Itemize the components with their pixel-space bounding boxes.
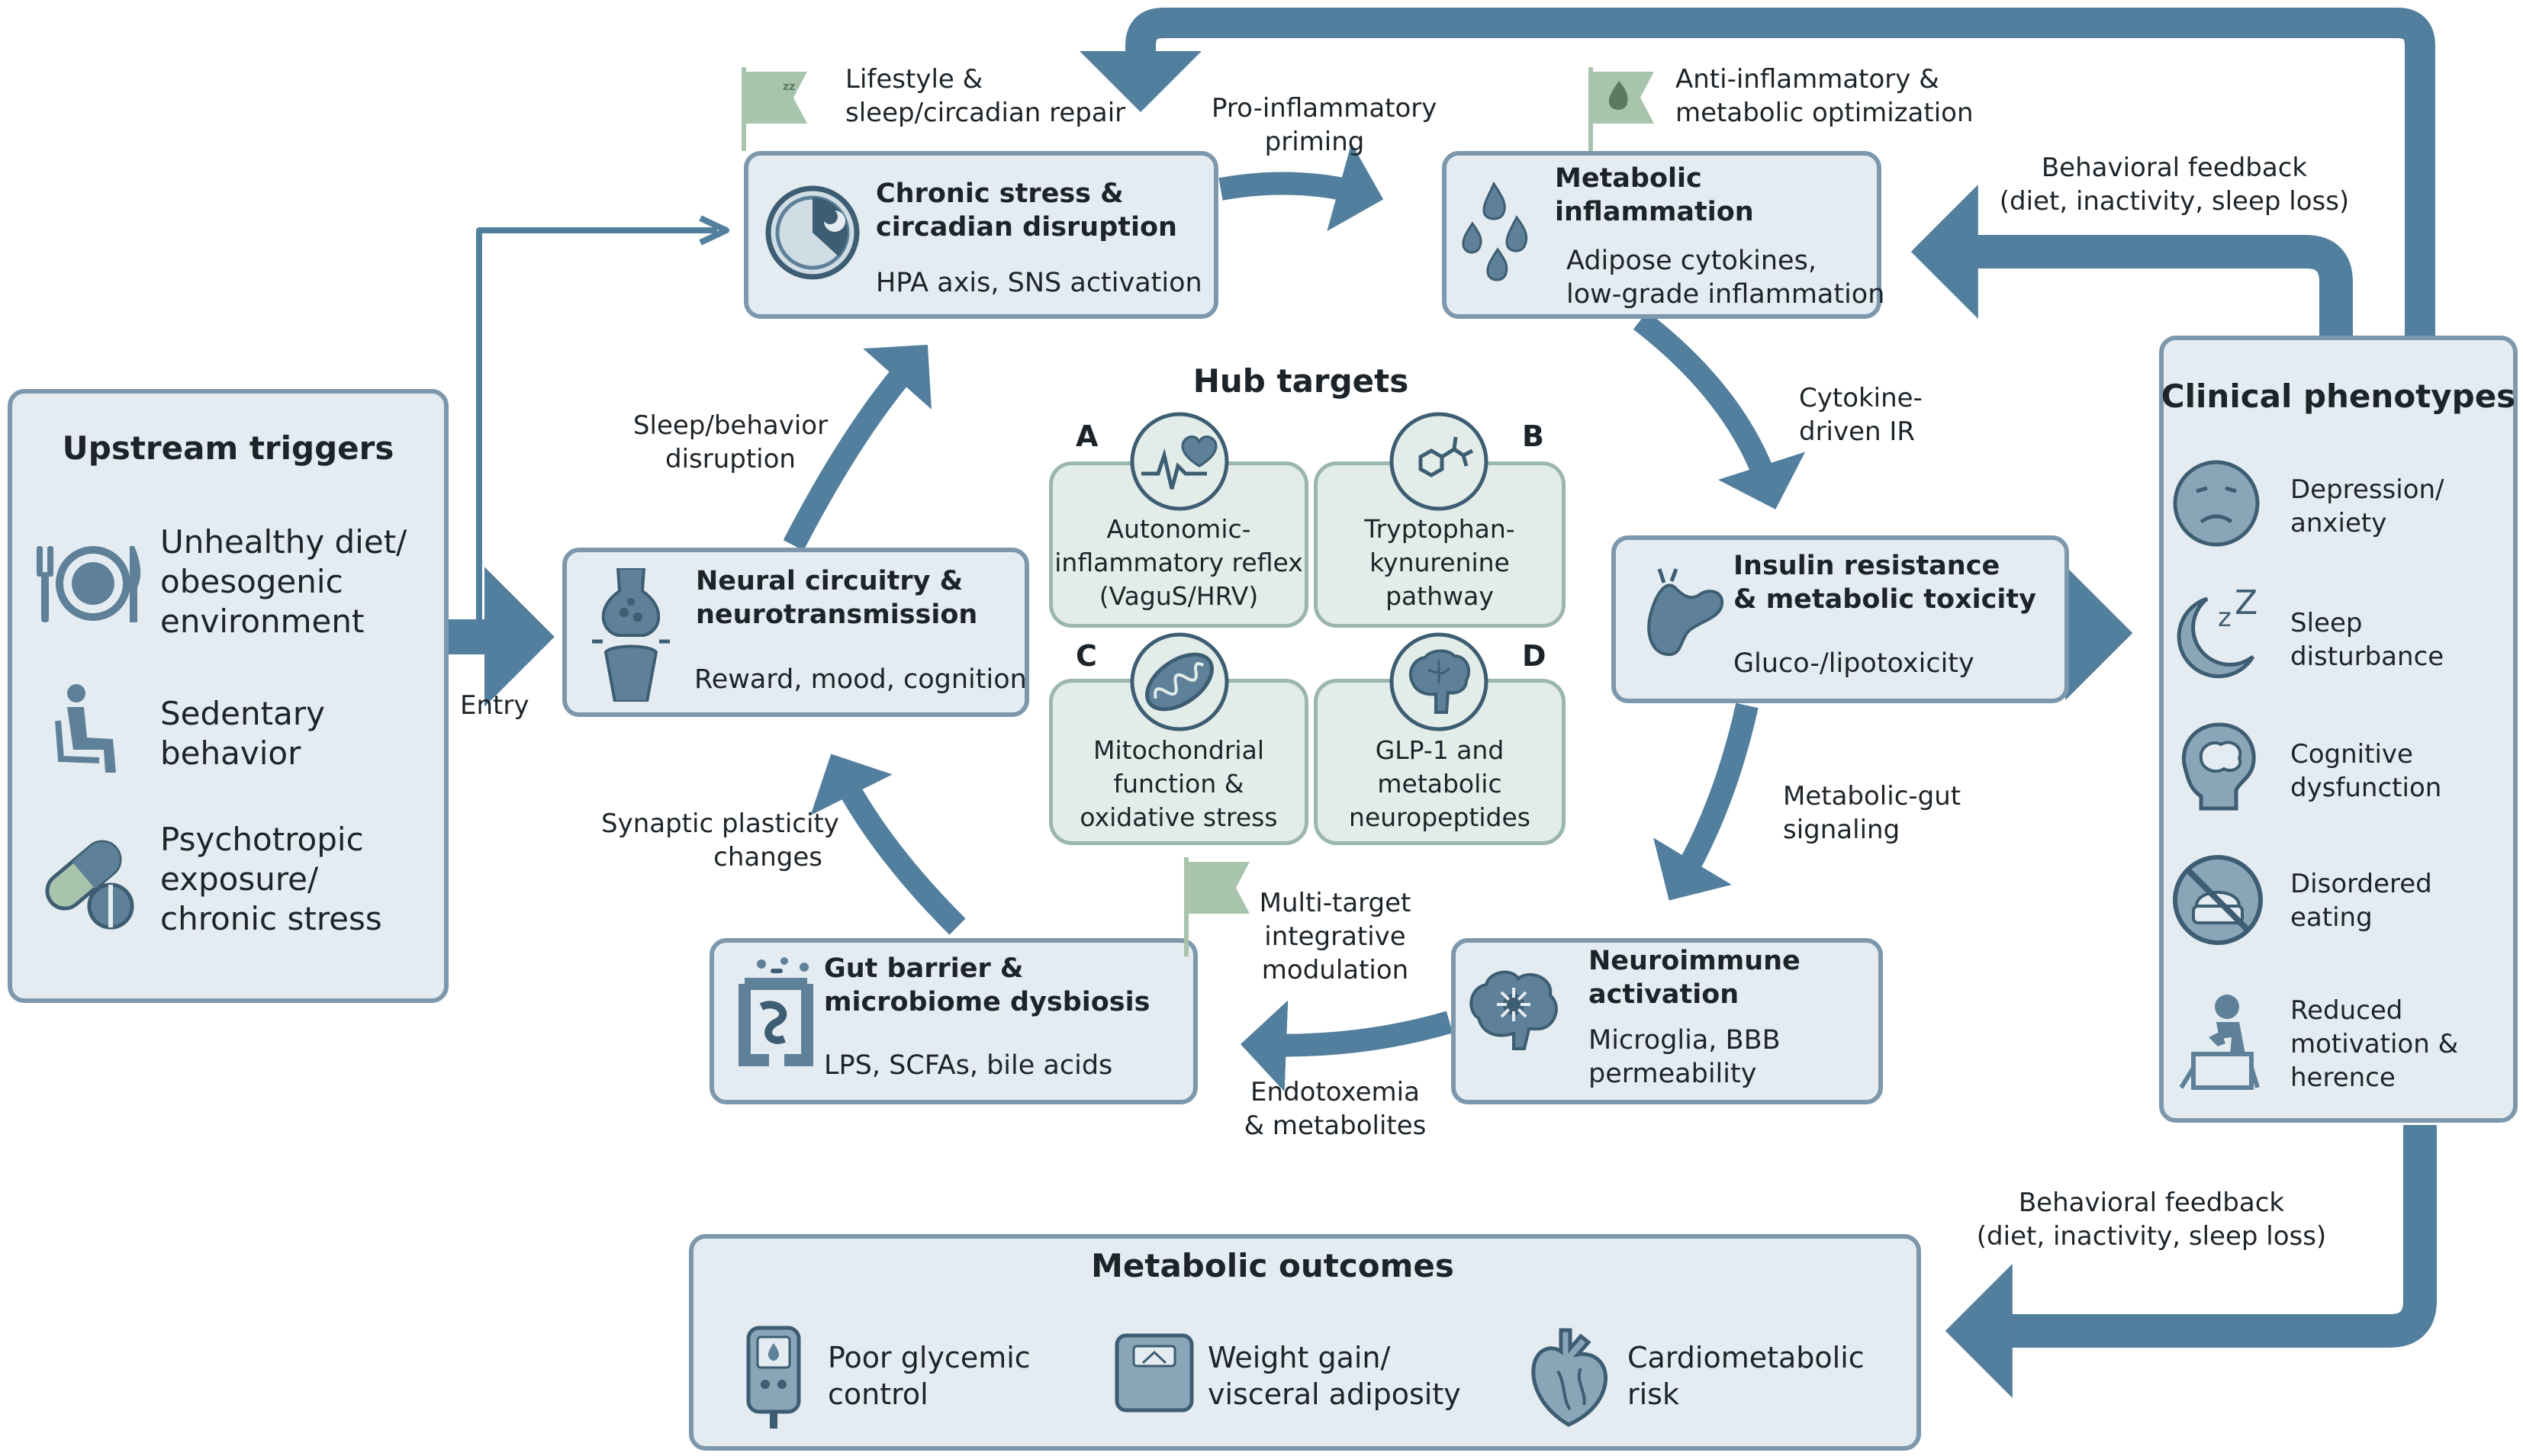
moon-zz-icon: z Z: [2177, 583, 2258, 679]
edge-label: Endotoxemia & metabolites: [1244, 1077, 1427, 1141]
hub-letter: B: [1522, 419, 1544, 453]
node-subtitle: Gluco-/lipotoxicity: [1733, 648, 1974, 679]
upstream-item-label: Unhealthy diet/ obesogenic environment: [160, 523, 407, 640]
arrow-insulin-to-neuroimmune: [1653, 702, 1759, 901]
clock-moon-icon: [765, 185, 860, 280]
metabolic-outcomes-panel: [689, 1234, 1921, 1451]
node-title: Neuroimmune activation: [1588, 946, 1801, 1010]
pills-icon: [45, 840, 134, 930]
hub-target-label: Mitochondrial function & oxidative stres…: [1080, 735, 1278, 832]
node-title: Gut barrier & microbiome dysbiosis: [824, 953, 1150, 1017]
feedback-label-upper: Behavioral feedback (diet, inactivity, s…: [1999, 153, 2350, 217]
flame-flag-icon: [1588, 67, 1654, 151]
feedback-arrow-to-inflammation: [1910, 185, 2353, 336]
node-title: Neural circuitry & neurotransmission: [696, 566, 978, 630]
flag-icon: [1184, 857, 1250, 956]
clinical-title: Clinical phenotypes: [2161, 378, 2516, 415]
thinker-icon: [2179, 995, 2260, 1090]
svg-text:Z: Z: [2235, 583, 2258, 622]
glucometer-icon: [746, 1326, 801, 1429]
entry-branch-arrow: [476, 227, 717, 637]
clinical-item-label: Reduced motivation & herence: [2290, 995, 2459, 1093]
node-gut-barrier: [710, 938, 1198, 1104]
hub-target-label: Tryptophan- kynurenine pathway: [1364, 514, 1515, 611]
sleep-flag-icon: zz: [742, 67, 807, 151]
node-subtitle: HPA axis, SNS activation: [876, 268, 1202, 298]
edge-label: Sleep/behavior disruption: [632, 410, 829, 474]
edge-label: Synaptic plasticity changes: [601, 808, 839, 873]
mitochondria-icon: [1130, 632, 1229, 731]
hub-letter: A: [1076, 419, 1099, 453]
upstream-title: Upstream triggers: [62, 429, 394, 467]
outcome-item-label: Weight gain/ visceral adiposity: [1208, 1341, 1461, 1411]
flag-label: Multi-target integrative modulation: [1259, 888, 1411, 985]
edge-label: Metabolic-gut signaling: [1783, 781, 1961, 845]
flag-label: Lifestyle & sleep/circadian repair: [845, 64, 1126, 128]
clinical-item-label: Sleep disturbance: [2290, 608, 2444, 672]
arrow-gut-to-neural: [810, 754, 966, 935]
synapse-icon: [592, 568, 670, 702]
outcomes-title: Metabolic outcomes: [1091, 1247, 1454, 1284]
entry-label: Entry: [460, 690, 529, 721]
scale-icon: [1115, 1333, 1194, 1413]
node-title: Metabolic inflammation: [1555, 163, 1754, 227]
upstream-item-label: Sedentary behavior: [160, 695, 325, 772]
feedback-arrow-to-outcomes: [1945, 1125, 2437, 1398]
hub-target-label: GLP-1 and metabolic neuropeptides: [1349, 735, 1530, 832]
heart-icon: [1531, 1328, 1608, 1427]
clinical-item-label: Disordered eating: [2290, 869, 2432, 933]
feedback-label-lower: Behavioral feedback (diet, inactivity, s…: [1976, 1188, 2327, 1252]
fork-plate-icon: [37, 546, 141, 622]
molecule-icon: [1389, 412, 1488, 511]
flag-label: Anti-inflammatory & metabolic optimizati…: [1675, 64, 1974, 128]
svg-text:zz: zz: [783, 81, 795, 93]
sad-face-icon: [2173, 460, 2260, 547]
intestine-icon: [739, 957, 813, 1066]
node-title: Chronic stress & circadian disruption: [876, 178, 1177, 243]
flames-icon: [1462, 181, 1528, 281]
hub-target-label: Autonomic- inflammatory reflex (VaguS/HR…: [1054, 514, 1303, 611]
edge-label: Cytokine- driven IR: [1799, 383, 1923, 447]
outcome-item-label: Poor glycemic control: [828, 1341, 1031, 1411]
node-subtitle: LPS, SCFAs, bile acids: [824, 1050, 1113, 1081]
arrow-neural-to-stress: [783, 345, 932, 551]
brain-icon: [1389, 632, 1488, 731]
outcome-item-label: Cardiometabolic risk: [1627, 1341, 1865, 1411]
node-title: Insulin resistance & metabolic toxicity: [1733, 551, 2036, 615]
arrow-inflammation-to-insulin: [1633, 311, 1806, 509]
hub-letter: C: [1076, 639, 1097, 673]
arrow-neuroimmune-to-gut: [1241, 1000, 1453, 1092]
hub-letter: D: [1522, 639, 1546, 673]
node-subtitle: Adipose cytokines, low-grade inflammatio…: [1566, 246, 1885, 310]
upstream-item-label: Psychotropic exposure/ chronic stress: [160, 821, 382, 937]
no-food-icon: [2173, 855, 2263, 945]
svg-text:z: z: [2218, 603, 2232, 633]
node-subtitle: Reward, mood, cognition: [694, 664, 1027, 695]
node-subtitle: Microglia, BBB permeability: [1588, 1025, 1781, 1089]
pancreas-icon: [1647, 568, 1724, 657]
clinical-item-label: Cognitive dysfunction: [2290, 739, 2442, 803]
feedback-loop-top: [1080, 8, 2435, 336]
clinical-item-label: Depression/ anxiety: [2290, 474, 2444, 538]
head-brain-icon: [2181, 722, 2256, 811]
arrow-stress-to-inflammation: [1218, 143, 1384, 232]
seated-person-icon: [55, 684, 116, 773]
heart-pulse-icon: [1130, 412, 1229, 511]
hub-title: Hub targets: [1192, 362, 1409, 400]
brain-microglia-icon: [1469, 970, 1558, 1050]
edge-label: Pro-inflammatory priming: [1212, 93, 1437, 157]
